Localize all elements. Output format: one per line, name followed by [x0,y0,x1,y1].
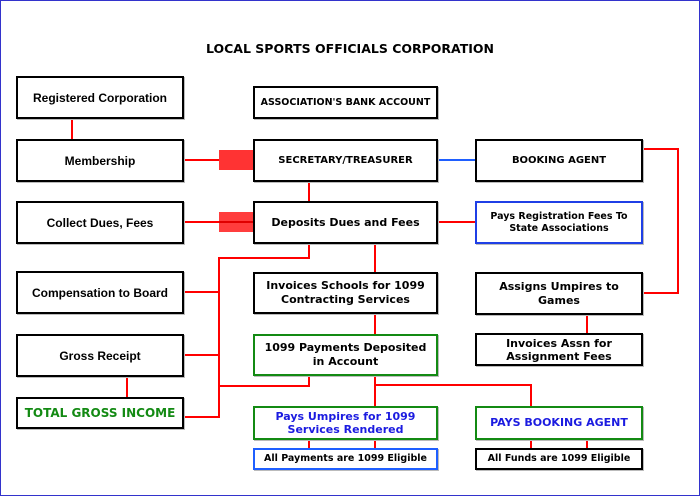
node-registered-corporation: Registered Corporation [16,76,184,119]
node-pays-registration: Pays Registration Fees To State Associat… [475,201,643,244]
node-all-payments-eligible: All Payments are 1099 Eligible [253,448,438,470]
node-membership: Membership [16,139,184,182]
node-deposits-dues: Deposits Dues and Fees [253,201,438,244]
connector-payments-bus [219,375,310,387]
node-secretary-treasurer: SECRETARY/TREASURER [253,139,438,182]
connector-deposits-bus [183,243,310,418]
node-all-funds-eligible: All Funds are 1099 Eligible [475,448,643,470]
node-booking-agent: BOOKING AGENT [475,139,643,182]
connector-block-membership [219,150,253,170]
connector-payments-booking [375,384,532,406]
node-pays-umpires: Pays Umpires for 1099 Services Rendered [253,406,438,440]
node-pays-booking-agent: PAYS BOOKING AGENT [475,406,643,440]
diagram-title: LOCAL SPORTS OFFICIALS CORPORATION [205,41,495,56]
connector-booking-assigns [642,148,679,294]
node-bank-account: ASSOCIATION'S BANK ACCOUNT [253,86,438,119]
node-assigns-umpires: Assigns Umpires to Games [475,272,643,315]
node-invoices-assn: Invoices Assn for Assignment Fees [475,333,643,366]
node-compensation-board: Compensation to Board [16,271,184,314]
node-invoices-schools: Invoices Schools for 1099 Contracting Se… [253,272,438,314]
node-gross-receipt: Gross Receipt [16,334,184,377]
node-payments-deposited: 1099 Payments Deposited in Account [253,334,438,376]
node-total-gross-income: TOTAL GROSS INCOME [16,397,184,429]
node-collect-dues: Collect Dues, Fees [16,201,184,244]
